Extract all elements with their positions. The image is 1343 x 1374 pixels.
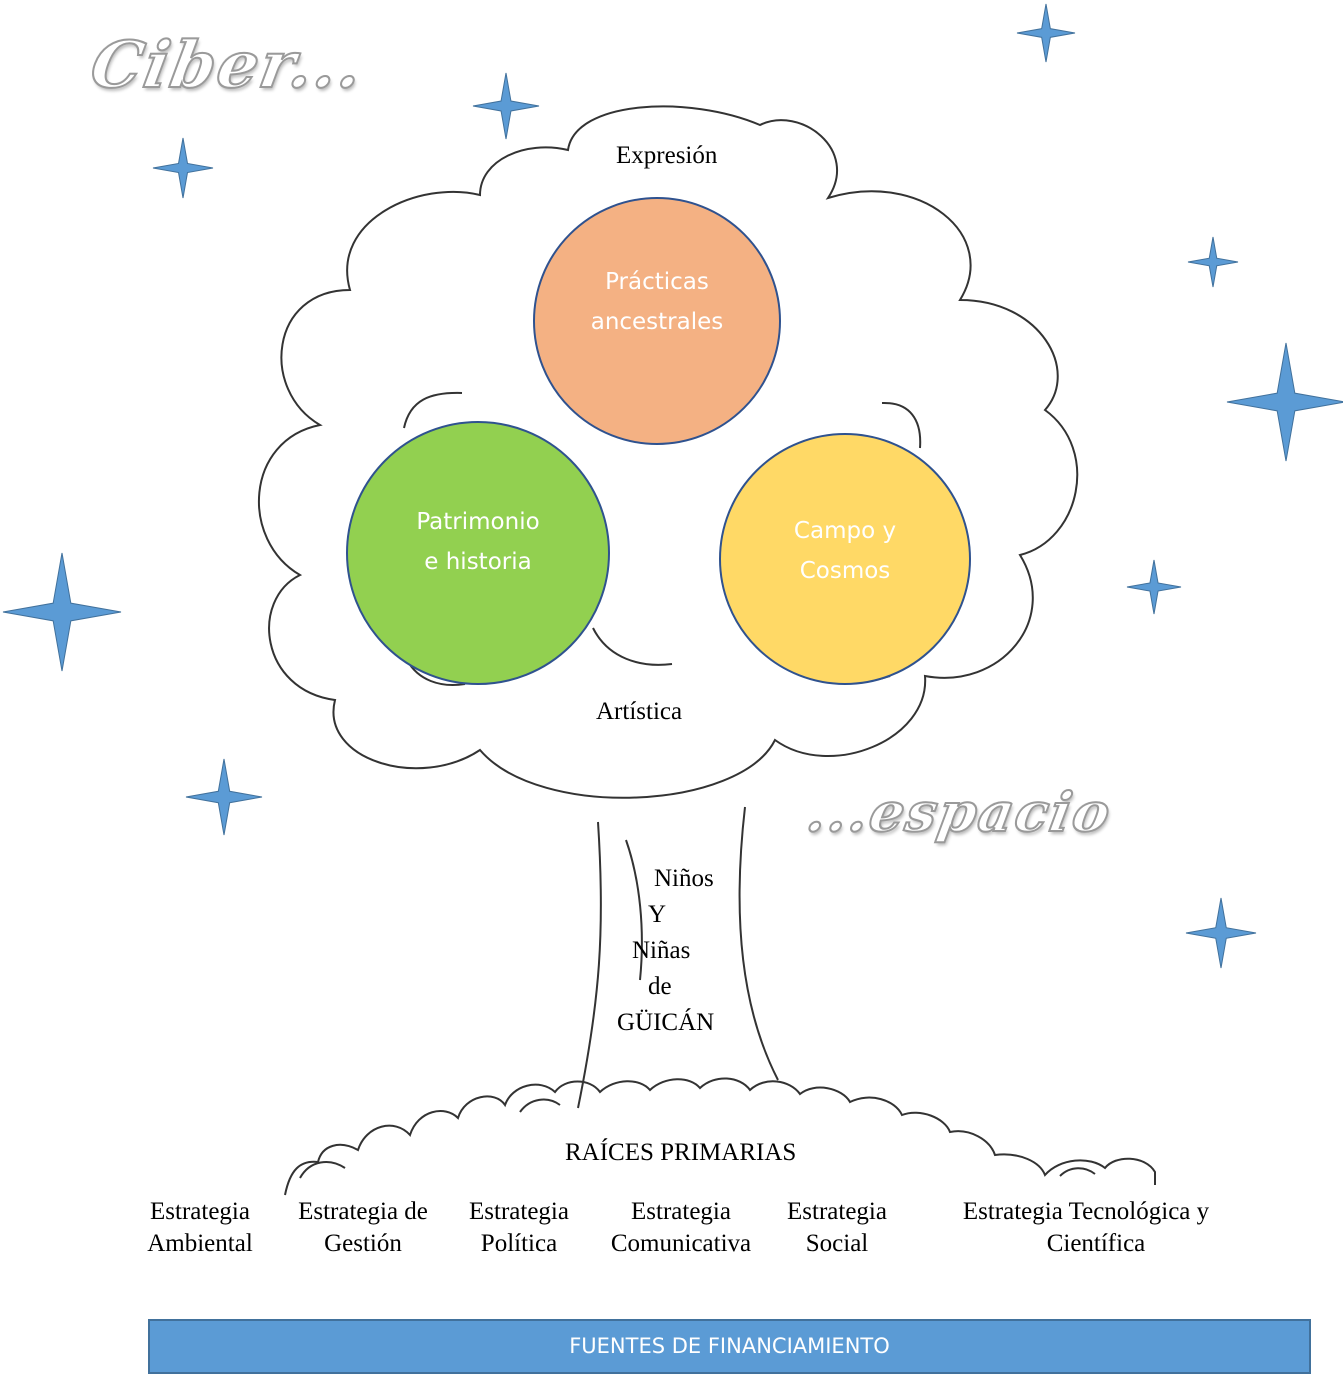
crown-inner-arc bbox=[881, 401, 922, 449]
wordart-ciber: Ciber... bbox=[84, 27, 371, 104]
circle-practicas-line1: Prácticas bbox=[605, 269, 709, 295]
circle-campo-text: Campo y Cosmos bbox=[745, 511, 945, 591]
trunk-line-ninos: Niños bbox=[654, 865, 714, 892]
circle-patrimonio-line2: e historia bbox=[424, 549, 532, 575]
trunk-line-guican: GÜICÁN bbox=[617, 1009, 715, 1036]
strategy-comunicativa-line1: Estrategia bbox=[631, 1198, 731, 1225]
roots-inner-arc bbox=[1059, 1167, 1096, 1177]
star-icon bbox=[152, 137, 214, 199]
label-artistica: Artística bbox=[596, 698, 683, 725]
tree-crown-outline bbox=[257, 105, 1079, 799]
strategy-gestion-line1: Estrategia de bbox=[298, 1198, 428, 1225]
circle-campo-line2: Cosmos bbox=[799, 558, 891, 584]
strategy-tecnologica-line2: Científica bbox=[1046, 1230, 1146, 1257]
trunk-line-ninas: Niñas bbox=[632, 937, 691, 964]
trunk-line-de: de bbox=[648, 973, 672, 1000]
roots-bush-outline bbox=[284, 1077, 1156, 1196]
circle-patrimonio-text: Patrimonio e historia bbox=[378, 502, 578, 582]
roots-title: RAÍCES PRIMARIAS bbox=[565, 1139, 797, 1166]
strategy-comunicativa: Estrategia Comunicativa bbox=[596, 1196, 766, 1260]
trunk-inner-line bbox=[625, 839, 643, 981]
circle-campo-line1: Campo y bbox=[793, 518, 897, 544]
strategy-social: Estrategia Social bbox=[772, 1196, 902, 1260]
roots-inner-arc bbox=[299, 1161, 346, 1179]
circle-campo-cosmos bbox=[719, 433, 971, 685]
strategy-gestion: Estrategia de Gestión bbox=[283, 1196, 443, 1260]
funding-bar: FUENTES DE FINANCIAMIENTO bbox=[148, 1319, 1311, 1374]
trunk-line-y: Y bbox=[648, 901, 667, 928]
strategy-tecnologica-line1: Estrategia Tecnológica y bbox=[962, 1198, 1210, 1225]
roots-inner-arc bbox=[519, 1098, 561, 1113]
circle-practicas-text: Prácticas ancestrales bbox=[557, 262, 757, 342]
crown-inner-arc bbox=[403, 391, 463, 429]
star-icon bbox=[1016, 3, 1076, 63]
funding-label: FUENTES DE FINANCIAMIENTO bbox=[569, 1334, 890, 1358]
star-icon bbox=[1187, 236, 1239, 288]
star-icon bbox=[2, 552, 122, 672]
strategy-politica-line2: Política bbox=[480, 1230, 558, 1257]
strategy-social-line1: Estrategia bbox=[787, 1198, 887, 1225]
stars-group bbox=[2, 3, 1343, 969]
star-icon bbox=[1185, 897, 1257, 969]
star-icon bbox=[1226, 342, 1343, 462]
trunk-outline bbox=[577, 821, 602, 1109]
label-expresion: Expresión bbox=[616, 142, 718, 169]
wordart-espacio: ...espacio bbox=[801, 779, 1118, 845]
strategy-ambiental-line2: Ambiental bbox=[147, 1230, 253, 1257]
star-icon bbox=[185, 758, 263, 836]
strategy-comunicativa-line2: Comunicativa bbox=[610, 1230, 752, 1257]
strategy-tecnologica: Estrategia Tecnológica y Científica bbox=[936, 1196, 1236, 1260]
strategy-social-line2: Social bbox=[805, 1230, 869, 1257]
strategy-ambiental: Estrategia Ambiental bbox=[130, 1196, 270, 1260]
crown-inner-arc bbox=[592, 627, 673, 666]
circle-practicas-line2: ancestrales bbox=[590, 309, 724, 335]
strategy-politica: Estrategia Política bbox=[455, 1196, 583, 1260]
strategy-politica-line1: Estrategia bbox=[469, 1198, 569, 1225]
circle-patrimonio-historia bbox=[346, 421, 610, 685]
star-icon bbox=[472, 72, 540, 140]
trunk-outline bbox=[738, 806, 779, 1081]
strategy-gestion-line2: Gestión bbox=[324, 1230, 402, 1257]
strategy-ambiental-line1: Estrategia bbox=[150, 1198, 250, 1225]
star-icon bbox=[1126, 559, 1182, 615]
circle-patrimonio-line1: Patrimonio bbox=[416, 509, 540, 535]
circle-practicas-ancestrales bbox=[533, 197, 781, 445]
